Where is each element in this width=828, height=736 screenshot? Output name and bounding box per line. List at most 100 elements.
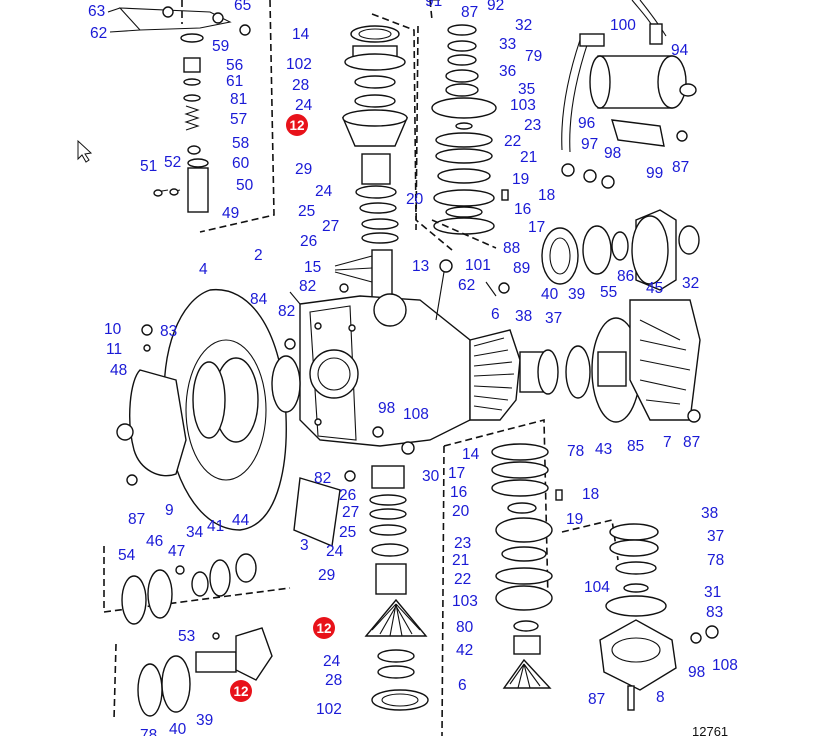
- part-label: 4: [199, 261, 208, 278]
- part-label: 31: [704, 584, 721, 601]
- part-label: 17: [448, 465, 465, 482]
- part-label: 82: [278, 303, 295, 320]
- part-label: 100: [610, 17, 636, 34]
- part-label: 87: [588, 691, 605, 708]
- highlight-badges: 12 12 12: [230, 114, 335, 702]
- part-label: 88: [503, 240, 520, 257]
- part-label: 83: [706, 604, 723, 621]
- part-label: 78: [567, 443, 584, 460]
- part-label: 57: [230, 111, 247, 128]
- part-label: 39: [196, 712, 213, 729]
- part-label: 62: [458, 277, 475, 294]
- part-label: 94: [671, 42, 689, 59]
- part-label: 30: [422, 468, 440, 485]
- part-label: 42: [456, 642, 473, 659]
- part-label: 14: [292, 26, 310, 43]
- part-label: 34: [186, 524, 204, 541]
- part-label: 22: [504, 133, 521, 150]
- part-label: 19: [566, 511, 583, 528]
- part-label: 41: [207, 518, 224, 535]
- part-label: 43: [595, 441, 612, 458]
- badge-circle: [313, 617, 335, 639]
- part-label: 54: [118, 547, 136, 564]
- part-label: 108: [403, 406, 429, 423]
- part-label: 45: [646, 280, 663, 297]
- part-label: 98: [688, 664, 705, 681]
- part-label: 21: [452, 552, 469, 569]
- part-label: 39: [568, 286, 585, 303]
- part-label: 60: [232, 155, 250, 172]
- part-label: 24: [295, 97, 313, 114]
- part-label: 98: [378, 400, 395, 417]
- part-label: 22: [454, 571, 471, 588]
- badge-text: 12: [233, 684, 248, 699]
- part-label: 36: [499, 63, 516, 80]
- part-label: 37: [545, 310, 562, 327]
- part-label: 27: [322, 218, 339, 235]
- part-label: 14: [462, 446, 480, 463]
- part-label: 16: [514, 201, 531, 218]
- part-label: 32: [682, 275, 699, 292]
- part-label: 29: [318, 567, 335, 584]
- part-label: 82: [299, 278, 316, 295]
- part-label: 83: [160, 323, 177, 340]
- drawing-lines: [103, 0, 719, 736]
- part-label: 46: [146, 533, 163, 550]
- part-label: 48: [110, 362, 127, 379]
- part-label: 52: [164, 154, 181, 171]
- part-label: 20: [452, 503, 470, 520]
- part-label: 17: [528, 219, 545, 236]
- part-label: 87: [683, 434, 700, 451]
- part-label: 10: [104, 321, 122, 338]
- part-label: 98: [604, 145, 621, 162]
- part-label: 35: [518, 81, 535, 98]
- part-label: 65: [234, 0, 251, 14]
- part-label: 6: [458, 677, 467, 694]
- part-label: 2: [254, 247, 263, 264]
- part-label: 24: [323, 653, 341, 670]
- part-label: 9: [165, 502, 174, 519]
- part-label: 13: [412, 258, 429, 275]
- highlight-badge: 12: [313, 617, 335, 639]
- part-label: 29: [295, 161, 312, 178]
- part-label: 20: [406, 191, 424, 208]
- part-label: 25: [339, 524, 356, 541]
- part-label: 38: [701, 505, 718, 522]
- highlight-badge: 12: [286, 114, 308, 136]
- part-label: 27: [342, 504, 359, 521]
- part-label: 87: [128, 511, 145, 528]
- part-label: 103: [510, 97, 536, 114]
- part-label: 16: [450, 484, 467, 501]
- part-label: 24: [326, 543, 344, 560]
- part-label: 47: [168, 543, 185, 560]
- part-label: 25: [298, 203, 315, 220]
- part-label: 15: [304, 259, 321, 276]
- part-label: 104: [584, 579, 610, 596]
- part-label: 18: [582, 486, 599, 503]
- part-label: 21: [520, 149, 537, 166]
- mouse-pointer-arrow-icon: [77, 139, 93, 163]
- badge-circle: [286, 114, 308, 136]
- part-label: 78: [707, 552, 724, 569]
- part-label: 81: [230, 91, 247, 108]
- part-label: 26: [339, 487, 356, 504]
- part-label: 62: [90, 25, 107, 42]
- part-label: 18: [538, 187, 555, 204]
- part-label: 40: [541, 286, 559, 303]
- part-label: 80: [456, 619, 474, 636]
- part-label: 8: [656, 689, 665, 706]
- part-label: 49: [222, 205, 239, 222]
- part-label: 40: [169, 721, 187, 736]
- part-label: 59: [212, 38, 229, 55]
- part-label: 38: [515, 308, 532, 325]
- part-label: 6: [491, 306, 500, 323]
- part-label: 23: [454, 535, 471, 552]
- badge-text: 12: [289, 118, 304, 133]
- figure-number: 12761: [692, 724, 728, 736]
- part-label: 87: [461, 4, 478, 21]
- part-label: 61: [226, 73, 243, 90]
- part-label: 99: [646, 165, 663, 182]
- part-label: 24: [315, 183, 333, 200]
